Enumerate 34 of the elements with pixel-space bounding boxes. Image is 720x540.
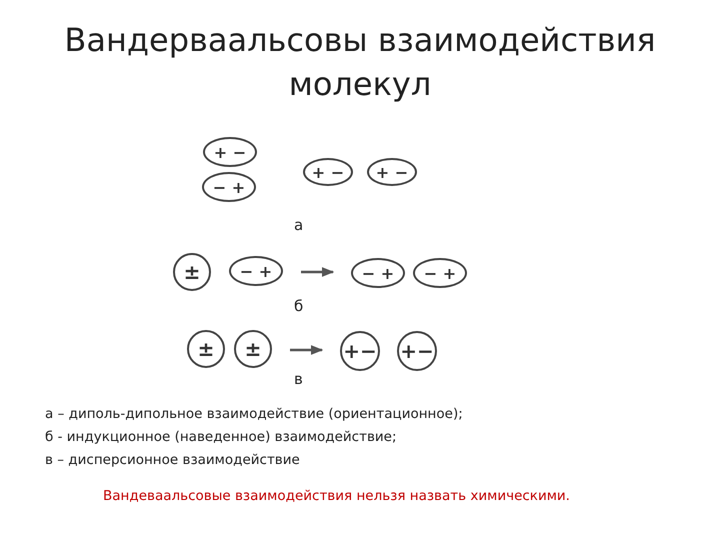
title: Вандерваальсовы взаимодействия молекул [63,20,657,105]
charge-signs: ± [244,337,262,361]
note: Вандеваальсовые взаимодействия нельзя назвать химическими. [103,488,570,504]
dipole-ellipse [303,158,353,186]
dipole-ellipse [413,258,467,288]
molecule-circle [340,331,380,371]
charge-signs: + − [376,162,408,182]
dipole-ellipse [203,137,257,167]
molecule-circle [397,331,437,371]
arrow [301,267,334,277]
panel-letter: б [294,297,304,315]
legend-text: б - индукционное (наведенное) взаимодействие; [45,429,397,445]
dipole-ellipse [229,256,283,286]
dipole-ellipse [367,158,417,186]
panel-letter: в [294,370,303,388]
panel-letter: а [294,216,304,234]
dipole-ellipse [351,258,405,288]
legend-text: а – диполь-дипольное взаимодействие (ориентационное); [45,406,463,422]
charge-signs: − + [424,264,456,282]
charge-signs: + − [312,162,344,182]
charge-signs: +− [343,339,377,363]
charge-signs: ± [198,337,214,361]
molecule-circle [173,253,211,291]
arrow [290,345,324,355]
legend-text: в – дисперсионное взаимодействие [45,452,300,468]
charge-signs: − + [240,262,272,280]
charge-signs: ± [184,260,200,284]
charge-signs: +− [400,339,434,363]
dipole-ellipse [202,172,256,202]
charge-signs: + − [214,142,246,162]
charge-signs: − + [212,178,246,196]
molecule-circle [187,330,225,368]
molecule-circle [234,330,272,368]
charge-signs: − + [362,264,394,282]
